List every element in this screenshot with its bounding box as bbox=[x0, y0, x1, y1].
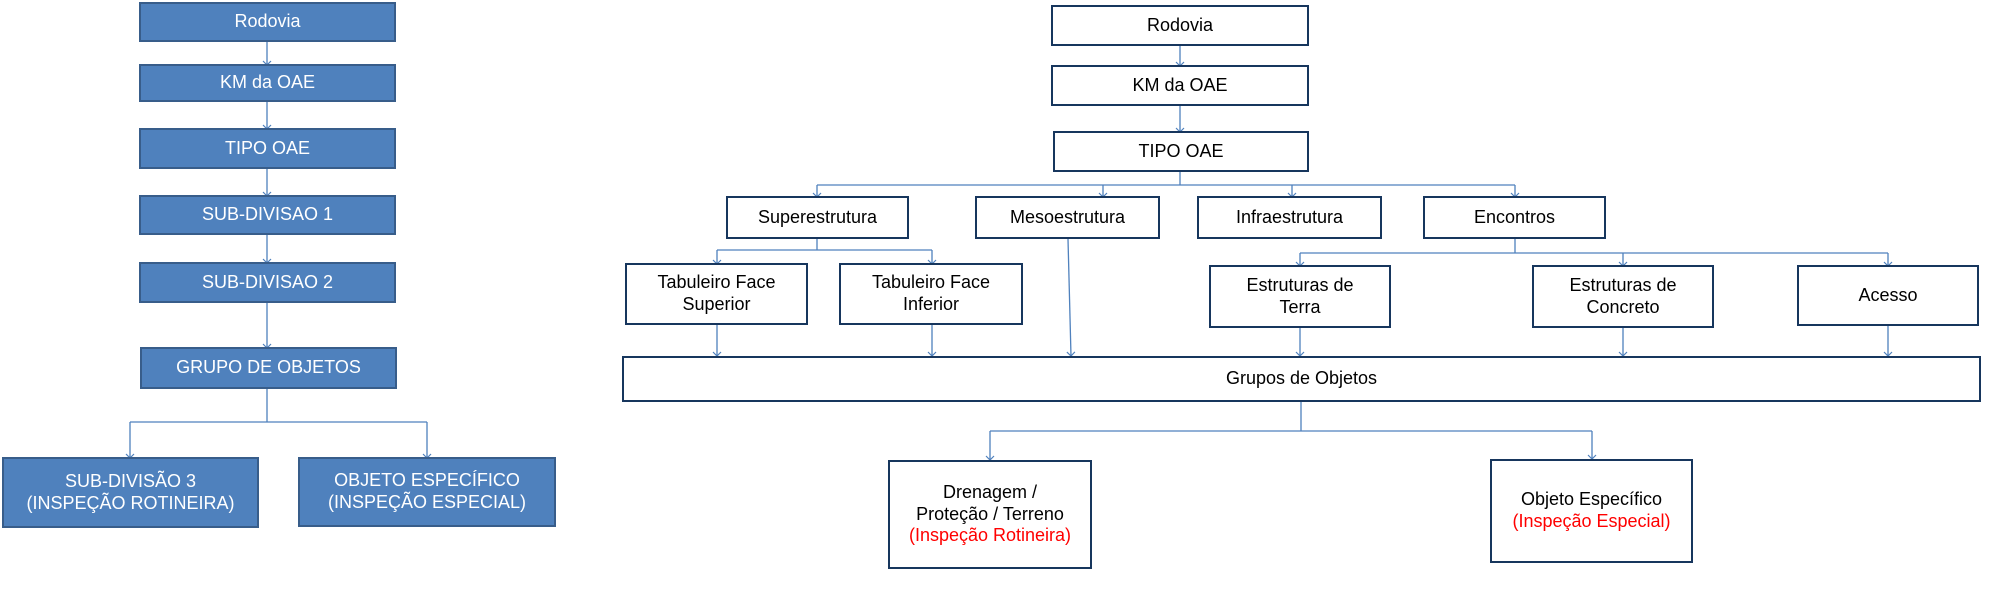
left-subdivisao-1-box: SUB-DIVISAO 1 bbox=[139, 195, 396, 235]
left-tipo-oae-box: TIPO OAE bbox=[139, 128, 396, 169]
left-km-oae-box: KM da OAE bbox=[139, 64, 396, 102]
left-subdivisao-2-box: SUB-DIVISAO 2 bbox=[139, 262, 396, 303]
grupos-objetos-label: Grupos de Objetos bbox=[1225, 368, 1378, 389]
estruturas-concreto-line1: Estruturas de bbox=[1569, 274, 1677, 295]
left-subdivisao-3-box: SUB-DIVISÃO 3 (INSPEÇÃO ROTINEIRA) bbox=[2, 457, 259, 528]
estruturas-concreto-line2: Concreto bbox=[1586, 296, 1660, 317]
drenagem-line1: Drenagem / bbox=[942, 482, 1038, 503]
objeto-especifico-inspecao-label: (Inspeção Especial) bbox=[1512, 511, 1671, 531]
right-km-oae-box: KM da OAE bbox=[1051, 65, 1309, 106]
left-subdivisao-1-label: SUB-DIVISAO 1 bbox=[201, 204, 334, 225]
left-subdivisao-3-subtitle: (INSPEÇÃO ROTINEIRA) bbox=[26, 492, 235, 513]
tabuleiro-face-superior-box: Tabuleiro Face Superior bbox=[625, 263, 808, 325]
tabuleiro-face-superior-line1: Tabuleiro Face bbox=[657, 272, 776, 293]
acesso-label: Acesso bbox=[1858, 284, 1918, 305]
left-subdivisao-3-title: SUB-DIVISÃO 3 bbox=[64, 470, 197, 491]
left-tipo-oae-label: TIPO OAE bbox=[224, 137, 311, 158]
left-grupo-objetos-label: GRUPO DE OBJETOS bbox=[176, 357, 361, 378]
left-subdivisao-2-label: SUB-DIVISAO 2 bbox=[201, 271, 334, 292]
superestrutura-box: Superestrutura bbox=[726, 196, 909, 239]
estruturas-terra-box: Estruturas de Terra bbox=[1209, 265, 1391, 328]
estruturas-concreto-box: Estruturas de Concreto bbox=[1532, 265, 1714, 328]
encontros-box: Encontros bbox=[1423, 196, 1606, 239]
mesoestrutura-box: Mesoestrutura bbox=[975, 196, 1160, 239]
right-rodovia-label: Rodovia bbox=[1146, 14, 1214, 35]
objeto-especifico-box: Objeto Específico (Inspeção Especial) bbox=[1490, 459, 1693, 563]
acesso-box: Acesso bbox=[1797, 265, 1979, 326]
left-km-oae-label: KM da OAE bbox=[219, 72, 316, 93]
encontros-label: Encontros bbox=[1473, 206, 1556, 227]
drenagem-box: Drenagem / Proteção / Terreno (Inspeção … bbox=[888, 460, 1092, 569]
superestrutura-label: Superestrutura bbox=[757, 206, 878, 227]
left-objeto-especifico-subtitle: (INSPEÇÃO ESPECIAL) bbox=[327, 492, 527, 512]
left-rodovia-box: Rodovia bbox=[139, 2, 396, 42]
tabuleiro-face-inferior-line1: Tabuleiro Face bbox=[871, 272, 991, 293]
infraestrutura-box: Infraestrutura bbox=[1197, 196, 1382, 239]
right-rodovia-box: Rodovia bbox=[1051, 5, 1309, 46]
grupos-objetos-box: Grupos de Objetos bbox=[622, 356, 1981, 402]
objeto-especifico-line1: Objeto Específico bbox=[1520, 489, 1663, 510]
right-tipo-oae-box: TIPO OAE bbox=[1053, 131, 1309, 172]
right-tipo-oae-label: TIPO OAE bbox=[1138, 140, 1224, 161]
estruturas-terra-line2: Terra bbox=[1279, 296, 1321, 317]
tabuleiro-face-inferior-line2: Inferior bbox=[902, 294, 960, 314]
tabuleiro-face-superior-line2: Superior bbox=[682, 294, 751, 314]
tabuleiro-face-inferior-box: Tabuleiro Face Inferior bbox=[839, 263, 1023, 325]
infraestrutura-label: Infraestrutura bbox=[1235, 206, 1344, 227]
drenagem-inspecao-label: (Inspeção Rotineira) bbox=[908, 525, 1072, 546]
left-objeto-especifico-title: OBJETO ESPECÍFICO bbox=[334, 470, 520, 491]
estruturas-terra-line1: Estruturas de bbox=[1246, 274, 1354, 295]
right-km-oae-label: KM da OAE bbox=[1132, 74, 1228, 95]
drenagem-line2: Proteção / Terreno bbox=[916, 503, 1064, 524]
left-rodovia-label: Rodovia bbox=[234, 11, 301, 32]
left-grupo-objetos-box: GRUPO DE OBJETOS bbox=[140, 347, 397, 389]
mesoestrutura-label: Mesoestrutura bbox=[1009, 206, 1126, 227]
left-objeto-especifico-box: OBJETO ESPECÍFICO (INSPEÇÃO ESPECIAL) bbox=[298, 457, 556, 527]
